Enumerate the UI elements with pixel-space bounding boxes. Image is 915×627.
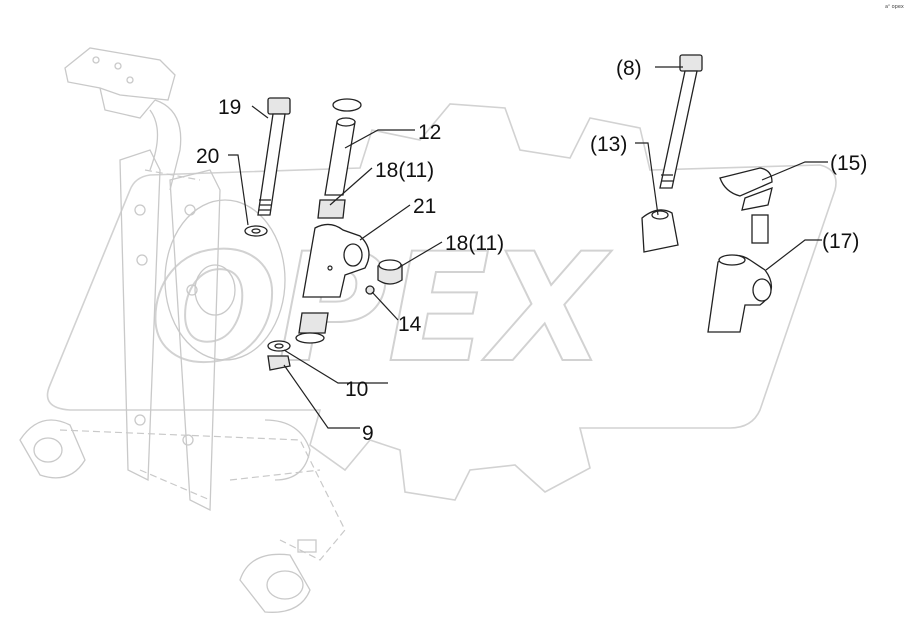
callout-labels: 19 20 12 18(11) 21 18(11) 14 10 9 (8) (1…: [196, 57, 867, 445]
leader-14: [371, 291, 399, 321]
callout-18-upper: 18(11): [375, 159, 434, 182]
leader-20: [228, 154, 249, 226]
leader-9: [283, 364, 360, 429]
callout-19: 19: [218, 96, 241, 119]
leader-13: [635, 142, 659, 216]
callout-13: (13): [590, 133, 627, 156]
callout-18-right: 18(11): [445, 232, 504, 255]
leader-12: [344, 129, 415, 149]
watermark-text: OPEX: [150, 222, 612, 396]
leader-lines: [228, 66, 828, 429]
washer-20: [244, 225, 268, 237]
callout-9: 9: [362, 422, 374, 445]
bush-18-upper: [317, 199, 346, 219]
callout-14: 14: [398, 313, 422, 336]
corner-stamp: aⁿ opex: [885, 4, 904, 10]
bolt-19: [257, 97, 291, 216]
leader-15: [761, 161, 828, 181]
ghost-frame: [19, 47, 346, 613]
bolt-8: [659, 54, 703, 189]
callout-20: 20: [196, 145, 219, 168]
bush-18-right: [377, 259, 403, 285]
clip-15: [719, 167, 773, 211]
washer-10: [267, 340, 291, 352]
pin-17: [707, 214, 772, 333]
callout-15: (15): [830, 152, 867, 175]
leader-17: [765, 239, 822, 271]
leader-21: [359, 204, 411, 241]
bush-lower: [295, 312, 329, 344]
watermark-gear: [46, 103, 837, 501]
housing-21: [302, 223, 370, 298]
callout-21: 21: [413, 195, 436, 218]
callout-10: 10: [345, 378, 368, 401]
callout-17: (17): [822, 230, 859, 253]
leader-10: [283, 349, 388, 384]
block-13: [641, 209, 679, 253]
leader-19: [251, 105, 269, 119]
leader-18a: [329, 167, 373, 206]
opex-watermark: OPEX: [46, 103, 837, 501]
pin-12: [324, 98, 362, 196]
callout-12: 12: [418, 121, 441, 144]
callout-8: (8): [616, 57, 642, 80]
leader-18b: [397, 241, 443, 269]
